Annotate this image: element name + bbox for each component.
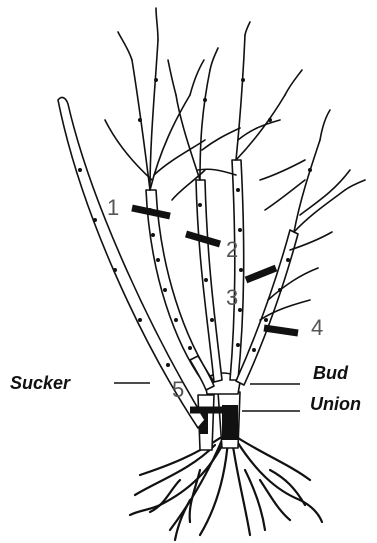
sucker-label: Sucker — [10, 373, 71, 393]
cut-label-3: 3 — [226, 285, 238, 310]
cut-label-2: 2 — [226, 237, 238, 262]
cut-mark-1 — [132, 208, 170, 216]
union-label: Union — [310, 394, 361, 414]
cut-mark-4 — [264, 328, 298, 333]
cut-label-5: 5 — [172, 377, 184, 402]
cut-mark-3 — [246, 268, 276, 280]
bud-label: Bud — [313, 363, 349, 383]
cut-label-1: 1 — [107, 195, 119, 220]
cut-mark-2 — [186, 234, 220, 244]
root-system — [130, 438, 322, 540]
cut-label-4: 4 — [311, 315, 323, 340]
